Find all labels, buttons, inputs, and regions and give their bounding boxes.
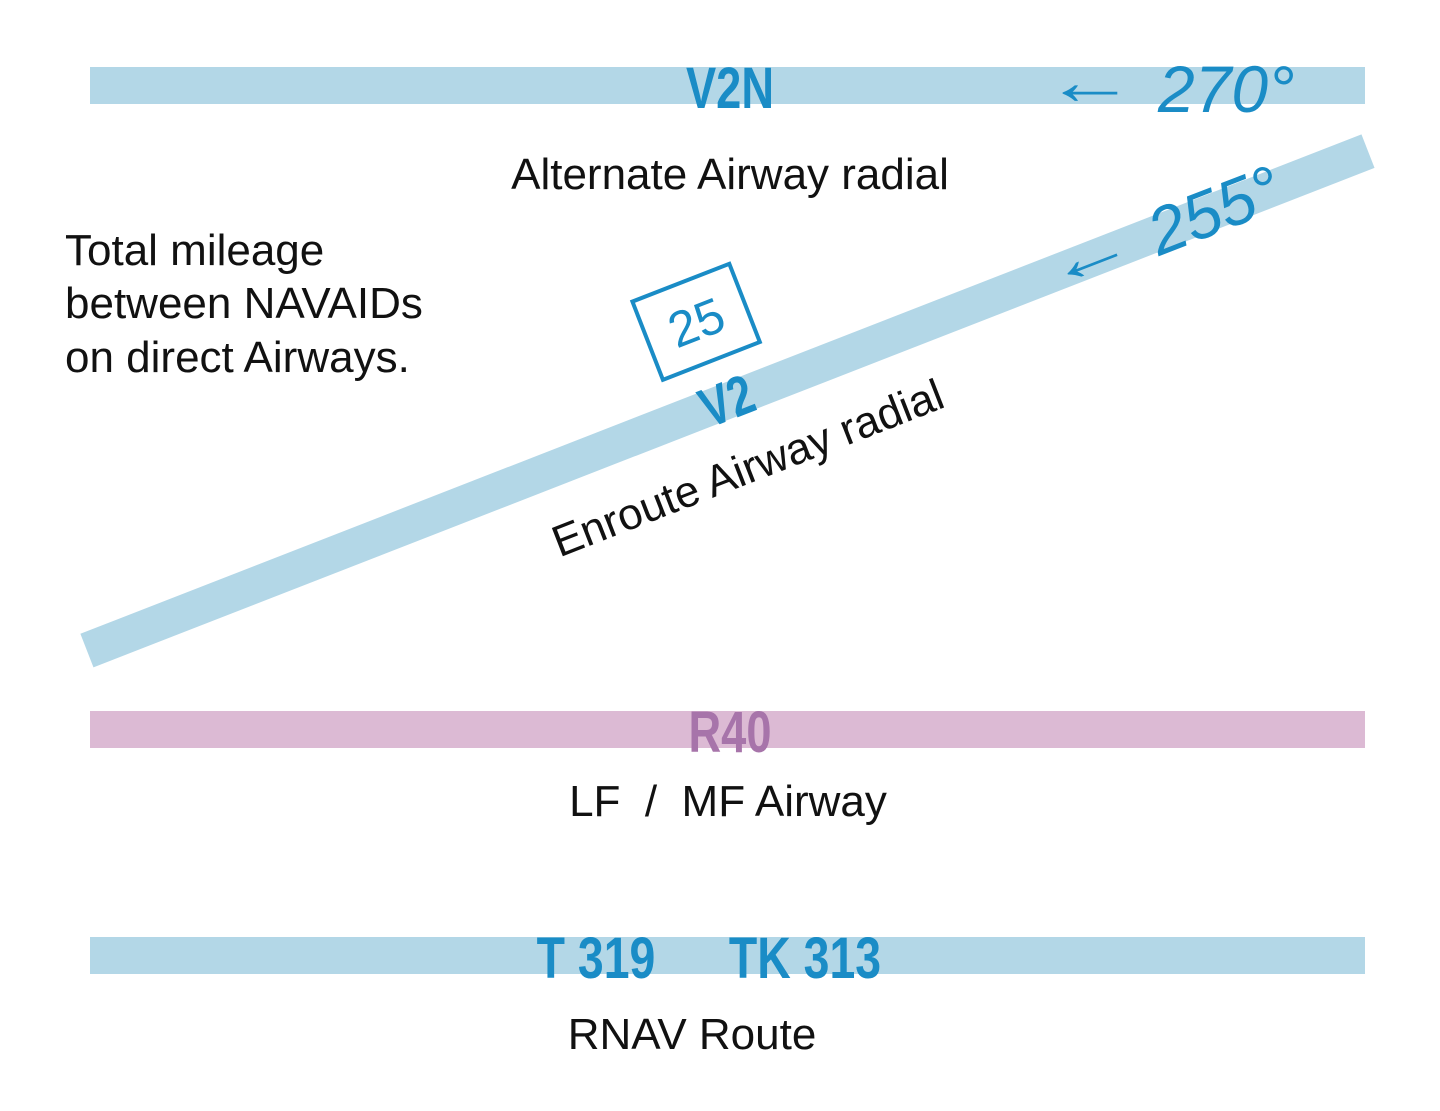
rnav-route-caption: RNAV Route — [568, 1010, 817, 1059]
lf-mf-airway-code: R40 — [689, 701, 772, 766]
mileage-note-line-3: on direct Airways. — [65, 333, 410, 382]
mileage-note: Total mileage between NAVAIDs on direct … — [65, 226, 435, 382]
mileage-note-line-1: Total mileage — [65, 226, 324, 275]
alternate-airway-code: V2N — [686, 57, 774, 122]
lf-mf-airway-band — [90, 711, 1365, 748]
mileage-note-line-2: between NAVAIDs — [65, 279, 423, 328]
rnav-route-code-1: T 319 — [537, 926, 656, 991]
alternate-airway-caption: Alternate Airway radial — [511, 150, 949, 199]
alternate-airway-arrow-icon: ← — [1044, 45, 1136, 119]
enroute-airway-band — [80, 134, 1375, 668]
mileage-box-value: 25 — [660, 287, 732, 359]
alternate-airway-bearing: 270° — [1157, 52, 1295, 126]
alternate-airway-band — [90, 67, 1365, 104]
rnav-route-band — [90, 937, 1365, 974]
enroute-airway: V2 25 Enroute Airway radial ← 255° — [80, 134, 1375, 668]
rnav-route-code-2: TK 313 — [729, 926, 881, 991]
mileage-box-frame — [629, 261, 763, 383]
lf-mf-airway-caption: LF / MF Airway — [569, 777, 887, 826]
mileage-box: 25 — [629, 261, 763, 383]
enroute-airway-bearing: 255° — [1136, 151, 1291, 270]
